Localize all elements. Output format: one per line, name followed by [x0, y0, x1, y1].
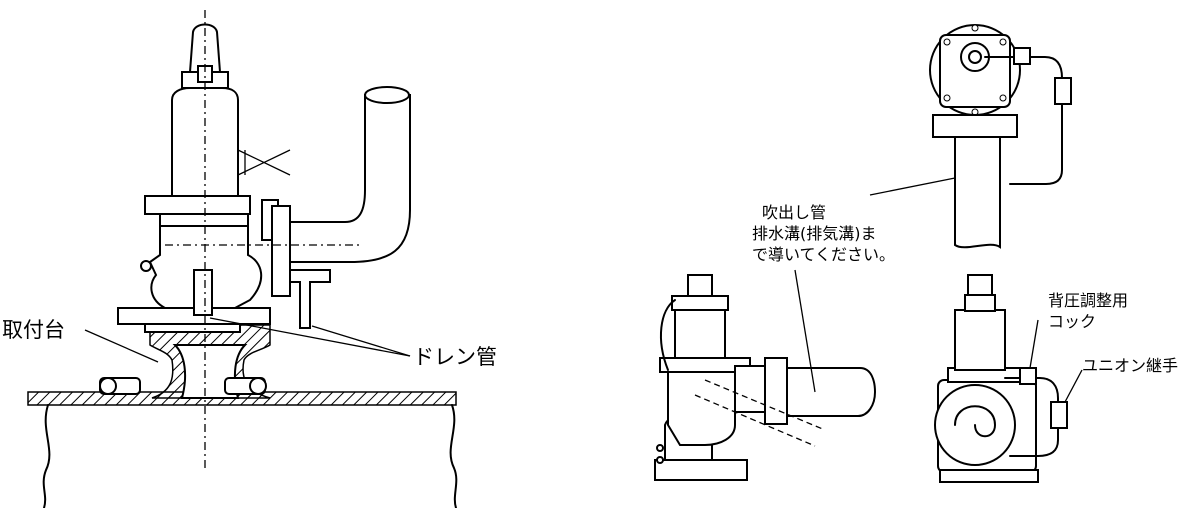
side-view-flange	[764, 357, 788, 425]
back-pressure-cock-label-line1: 背圧調整用	[1048, 291, 1129, 310]
drain-pipe-label: ドレン管	[413, 345, 497, 369]
mount-base-label: 取付台	[2, 318, 65, 342]
mount-base-leader	[84, 329, 159, 363]
discharge-pipe-side-view	[786, 367, 877, 417]
discharge-pipe-label-line3: で導いてください。	[752, 245, 896, 264]
discharge-pipe-top-view	[954, 136, 1001, 249]
left-valve-assembly	[27, 10, 458, 508]
drain-pipe-leader-a	[209, 317, 411, 357]
back-pressure-cock-label-line2: コック	[1048, 312, 1097, 331]
vessel-right-side	[449, 404, 458, 508]
vessel-left-side	[42, 404, 51, 508]
right-top-view	[929, 24, 1072, 249]
drain-pipe-left	[289, 269, 331, 329]
union-joint-shape	[1050, 401, 1068, 429]
lever	[237, 149, 291, 176]
cock-shape	[1019, 367, 1037, 385]
discharge-pipe-label-line1: 吹出し管	[762, 203, 827, 222]
right-side-view	[654, 177, 956, 481]
discharge-pipe-left	[289, 94, 411, 263]
drain-pipe-leader-b	[311, 325, 411, 357]
discharge-pipe-label-line2: 排水溝(排気溝)ま	[752, 224, 877, 243]
outlet-flange	[271, 205, 291, 297]
union-joint-label: ユニオン継手	[1082, 356, 1179, 375]
upper-flange	[144, 195, 251, 215]
right-front-view	[934, 274, 1083, 483]
